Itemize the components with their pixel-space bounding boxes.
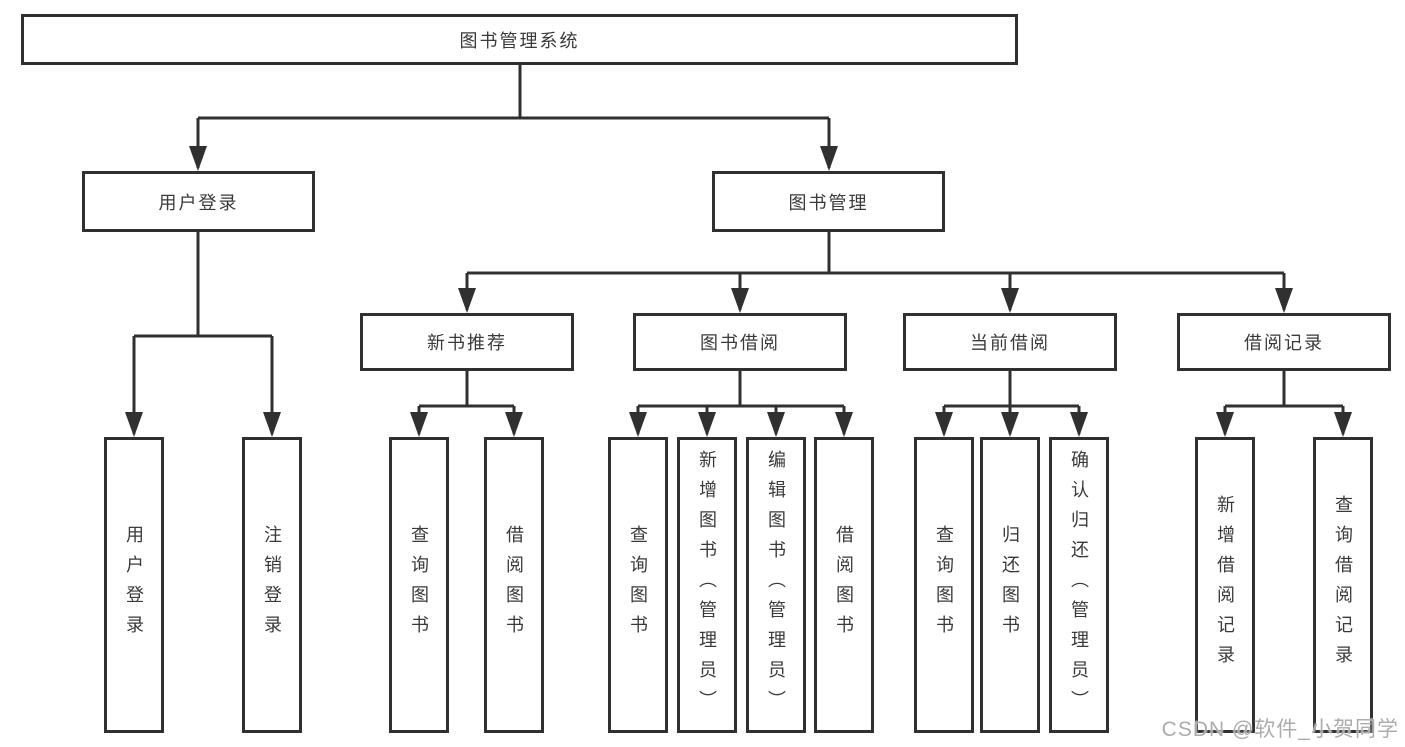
leaf-borrow-books: 借阅图书	[814, 437, 874, 733]
node-label: 借阅记录	[1244, 333, 1324, 353]
node-current-borrowing: 当前借阅	[903, 313, 1117, 371]
node-label: 编辑图书（管理员）	[766, 450, 786, 720]
node-book-management: 图书管理	[712, 171, 945, 232]
node-label: 用户登录	[124, 525, 144, 645]
node-label: 用户登录	[158, 192, 239, 213]
node-label: 查询图书	[934, 525, 954, 645]
node-label: 借阅图书	[834, 525, 854, 645]
leaf-query-borrow-record: 查询借阅记录	[1313, 437, 1373, 733]
node-label: 新书推荐	[427, 333, 507, 353]
leaf-return-books: 归还图书	[980, 437, 1040, 733]
leaf-borrow-books-recommend: 借阅图书	[484, 437, 544, 733]
node-label: 图书管理系统	[459, 30, 580, 51]
watermark: CSDN @软件_小贺同学	[1161, 718, 1399, 741]
node-label: 新增图书（管理员）	[697, 450, 717, 720]
node-borrowing-records: 借阅记录	[1177, 313, 1391, 371]
node-user-login: 用户登录	[82, 171, 315, 232]
node-label: 查询图书	[628, 525, 648, 645]
node-label: 查询借阅记录	[1333, 495, 1353, 675]
leaf-user-login: 用户登录	[104, 437, 164, 733]
node-label: 查询图书	[409, 525, 429, 645]
node-new-book-recommendation: 新书推荐	[360, 313, 574, 371]
node-label: 新增借阅记录	[1215, 495, 1235, 675]
node-label: 归还图书	[1000, 525, 1020, 645]
node-label: 注销登录	[262, 525, 282, 645]
node-label: 借阅图书	[504, 525, 524, 645]
leaf-edit-books-admin: 编辑图书（管理员）	[746, 437, 806, 733]
node-library-management-system: 图书管理系统	[21, 14, 1018, 65]
node-label: 当前借阅	[970, 333, 1050, 353]
leaf-query-books-recommend: 查询图书	[389, 437, 449, 733]
leaf-logout: 注销登录	[242, 437, 302, 733]
leaf-query-books-borrowing: 查询图书	[608, 437, 668, 733]
node-label: 图书借阅	[700, 333, 780, 353]
leaf-confirm-return-admin: 确认归还（管理员）	[1049, 437, 1109, 733]
node-book-borrowing: 图书借阅	[633, 313, 847, 371]
node-label: 图书管理	[788, 192, 869, 213]
leaf-add-borrow-record: 新增借阅记录	[1195, 437, 1255, 733]
node-label: 确认归还（管理员）	[1069, 450, 1089, 720]
leaf-query-books-current: 查询图书	[914, 437, 974, 733]
leaf-add-books-admin: 新增图书（管理员）	[677, 437, 737, 733]
